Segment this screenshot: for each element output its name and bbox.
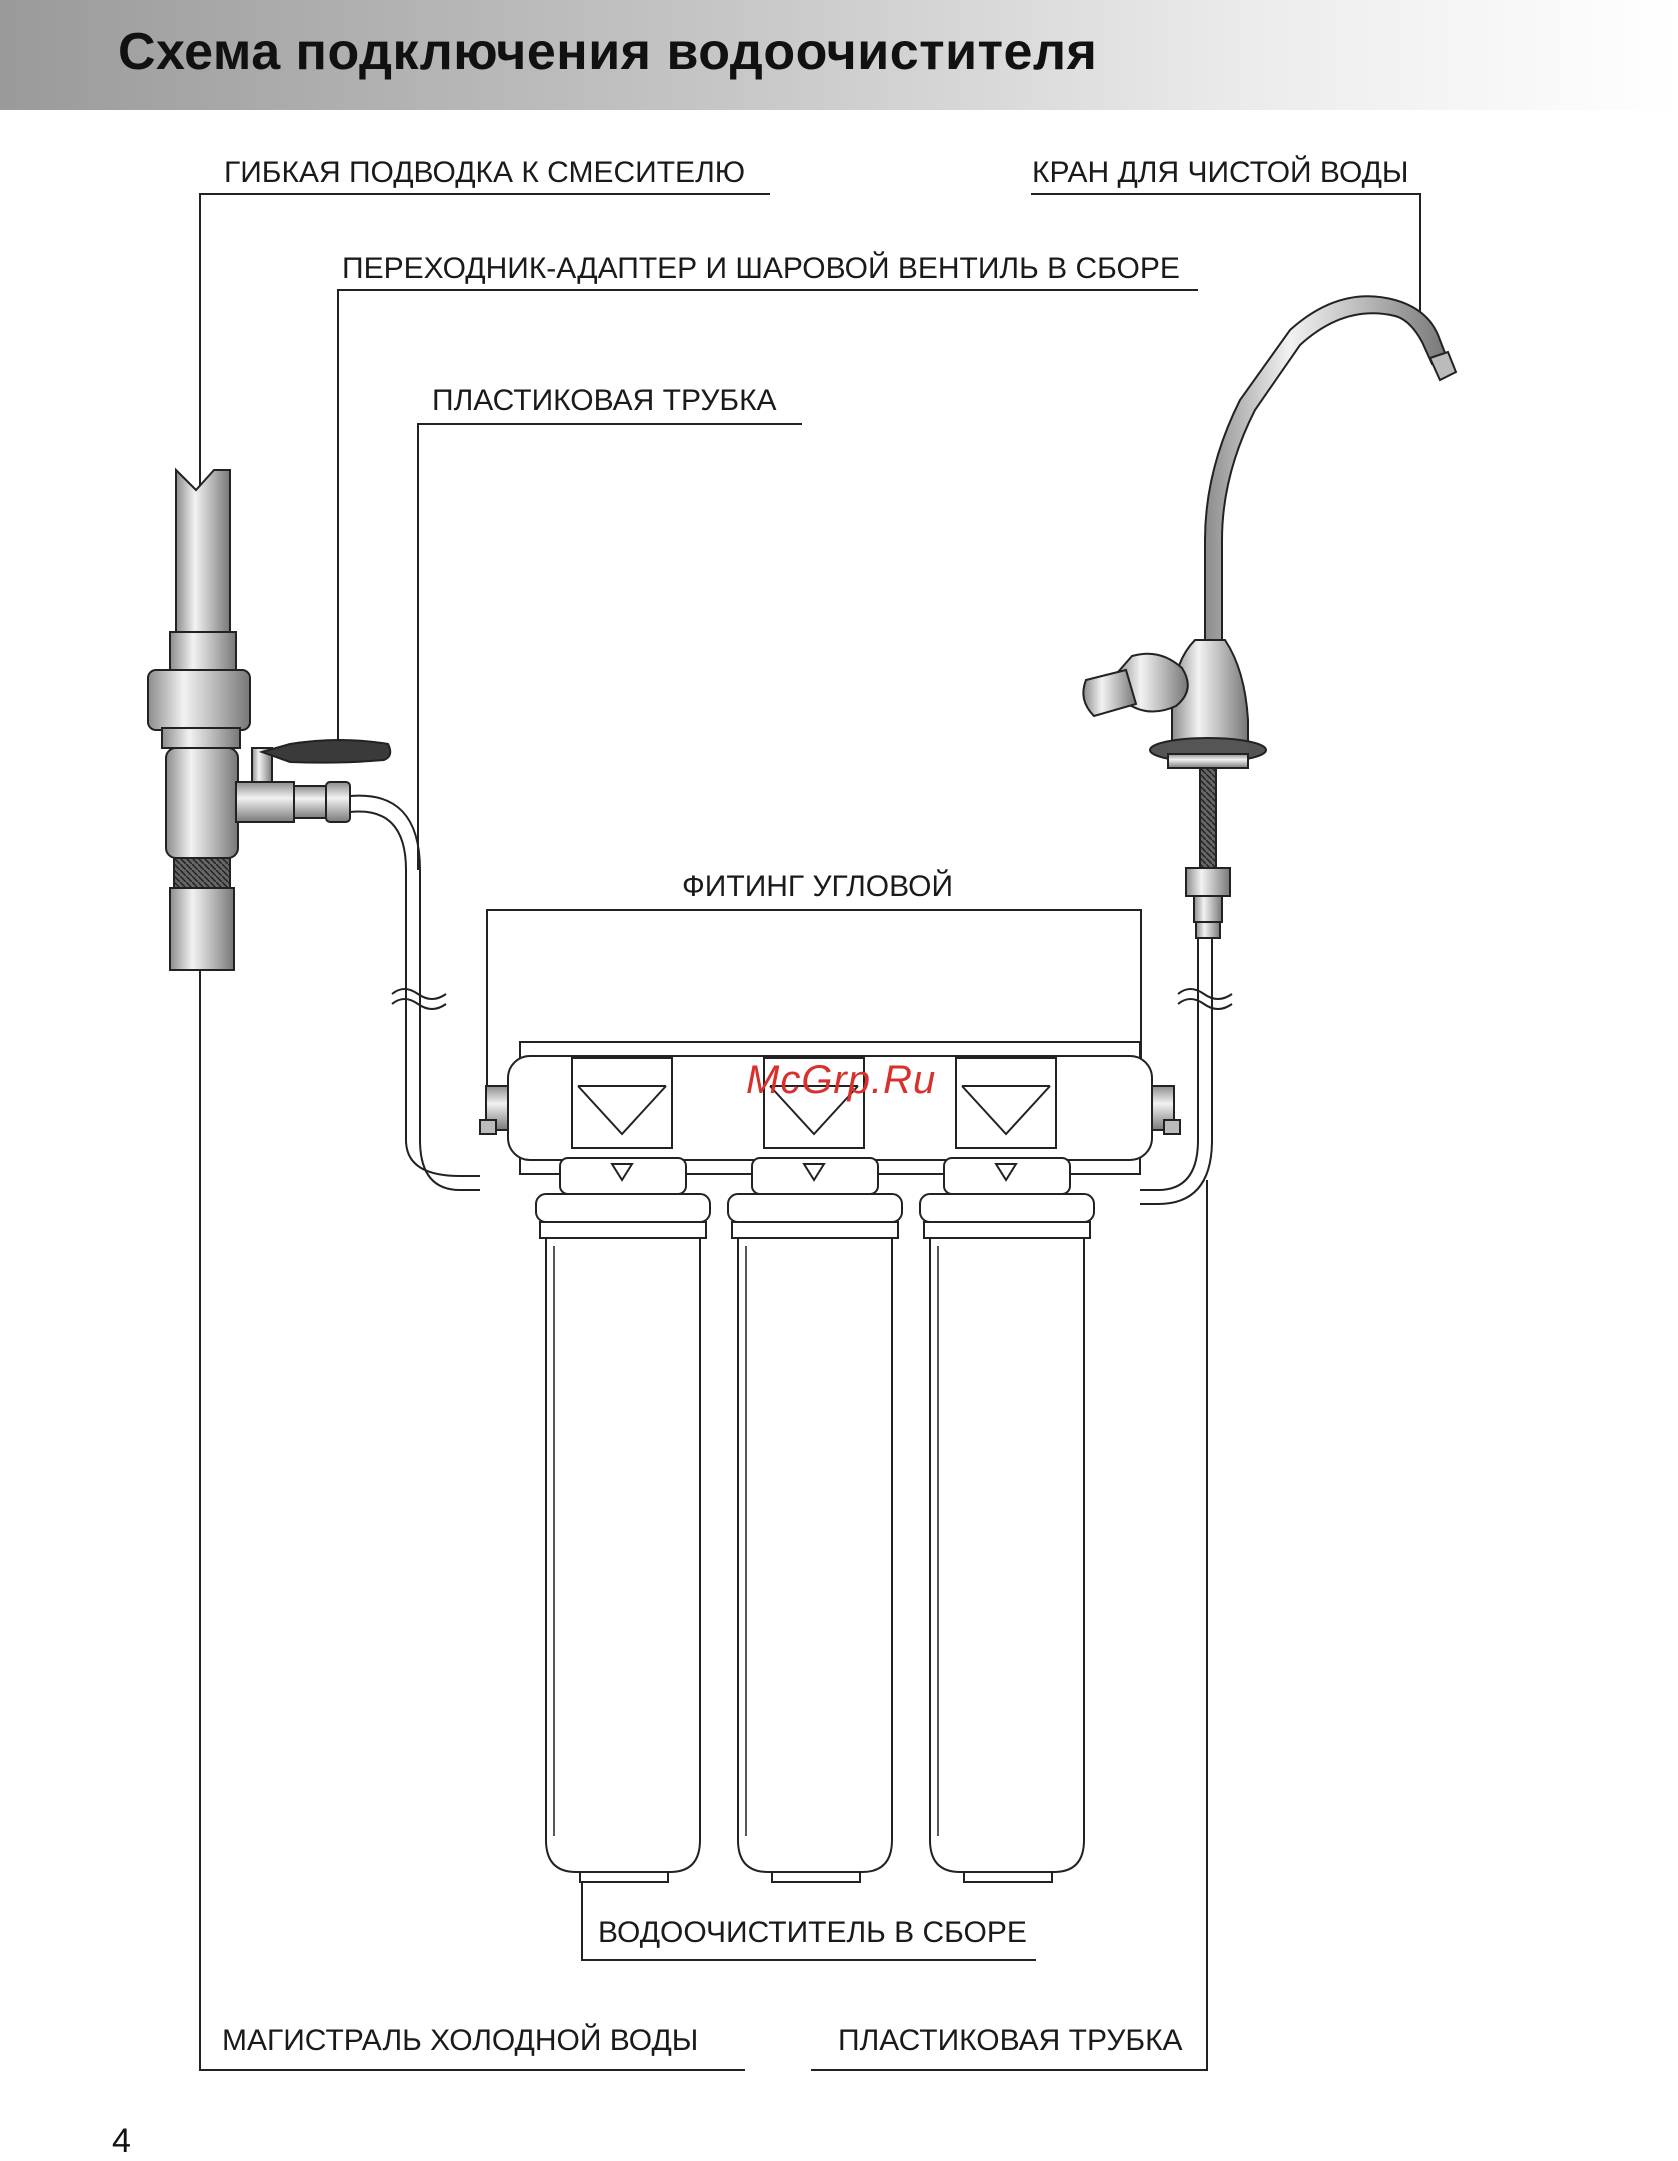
right-plastic-tube bbox=[1140, 938, 1232, 1204]
leader-plastic-tube-top bbox=[418, 424, 802, 870]
filter-housing-3 bbox=[920, 1058, 1094, 1882]
filter-housing-1 bbox=[536, 1058, 710, 1882]
page-number: 4 bbox=[112, 2122, 131, 2161]
leader-flex-hose bbox=[200, 194, 770, 520]
label-cold-water-main: МАГИСТРАЛЬ ХОЛОДНОЙ ВОДЫ bbox=[222, 2026, 698, 2056]
label-plastic-tube-top: ПЛАСТИКОВАЯ ТРУБКА bbox=[432, 386, 777, 416]
ball-valve bbox=[236, 740, 390, 822]
watermark-text: McGrp.Ru bbox=[746, 1058, 936, 1103]
label-clean-water-tap: КРАН ДЛЯ ЧИСТОЙ ВОДЫ bbox=[1032, 158, 1409, 188]
cold-water-pipe bbox=[148, 470, 250, 970]
clean-water-faucet bbox=[1083, 296, 1456, 938]
leader-adapter-valve bbox=[338, 290, 1198, 745]
label-adapter-valve: ПЕРЕХОДНИК-АДАПТЕР И ШАРОВОЙ ВЕНТИЛЬ В С… bbox=[342, 254, 1180, 284]
label-plastic-tube-bottom: ПЛАСТИКОВАЯ ТРУБКА bbox=[838, 2026, 1183, 2056]
label-flex-hose: ГИБКАЯ ПОДВОДКА К СМЕСИТЕЛЮ bbox=[224, 158, 745, 188]
label-angle-fitting: ФИТИНГ УГЛОВОЙ bbox=[682, 872, 953, 902]
left-plastic-tube bbox=[350, 796, 480, 1190]
filter-housing-2 bbox=[728, 1058, 902, 1882]
label-purifier-assembly: ВОДООЧИСТИТЕЛЬ В СБОРЕ bbox=[598, 1918, 1027, 1948]
